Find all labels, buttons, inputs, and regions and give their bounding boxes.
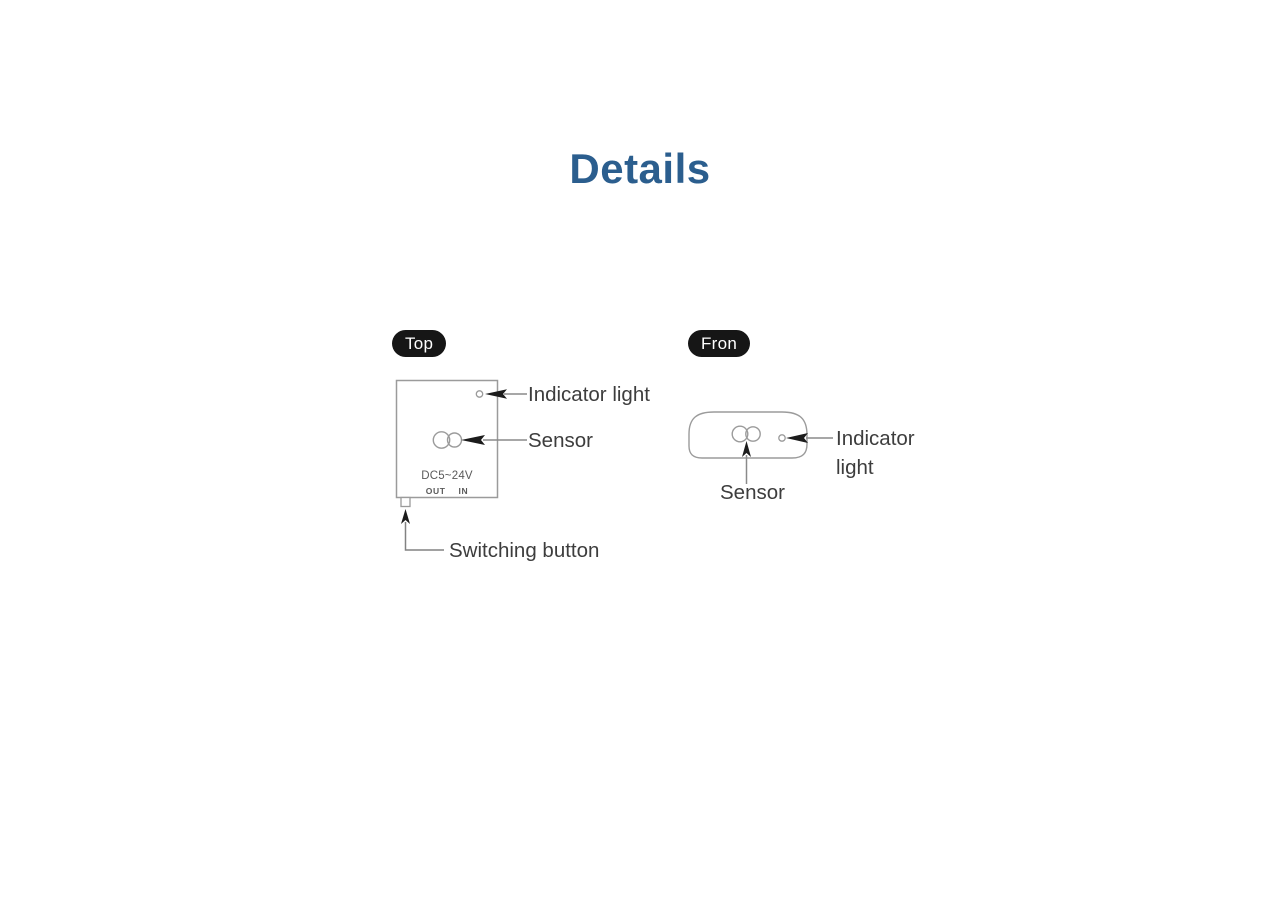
front-view-indicator-arrowhead-icon [786, 433, 808, 443]
top-view-indicator-light-dot [475, 390, 484, 398]
top-view-sensor-label: Sensor [528, 429, 593, 452]
device-voltage-marking: DC5~24V [421, 470, 473, 482]
front-view-indicator-light-dot [778, 434, 786, 442]
front-view-badge: Fron [688, 330, 751, 357]
page-title: Details [569, 145, 711, 192]
front-view-sensor-lens-right [745, 426, 761, 442]
top-view-switching-button-label: Switching button [449, 539, 600, 562]
top-view-badge: Top [392, 330, 447, 357]
device-port-markings: OUT IN [396, 486, 498, 496]
top-view-indicator-light-label: Indicator light [528, 383, 650, 406]
top-view-switching-callout-line [404, 522, 444, 551]
top-view-sensor-arrowhead-icon [461, 435, 485, 445]
top-view-switching-arrowhead-icon [401, 509, 410, 524]
front-view-sensor-arrowhead-icon [742, 441, 751, 457]
top-view-indicator-arrowhead-icon [485, 389, 507, 399]
device-port-out-marking: OUT [425, 486, 446, 496]
top-view-switching-button-shape [400, 496, 411, 508]
device-port-in-marking: IN [458, 486, 469, 496]
top-view-sensor-lens-left [432, 431, 451, 449]
front-view-sensor-label: Sensor [720, 481, 785, 504]
front-view-indicator-light-label: Indicator light [836, 427, 915, 479]
front-view-sensor-lens-left [731, 425, 749, 443]
